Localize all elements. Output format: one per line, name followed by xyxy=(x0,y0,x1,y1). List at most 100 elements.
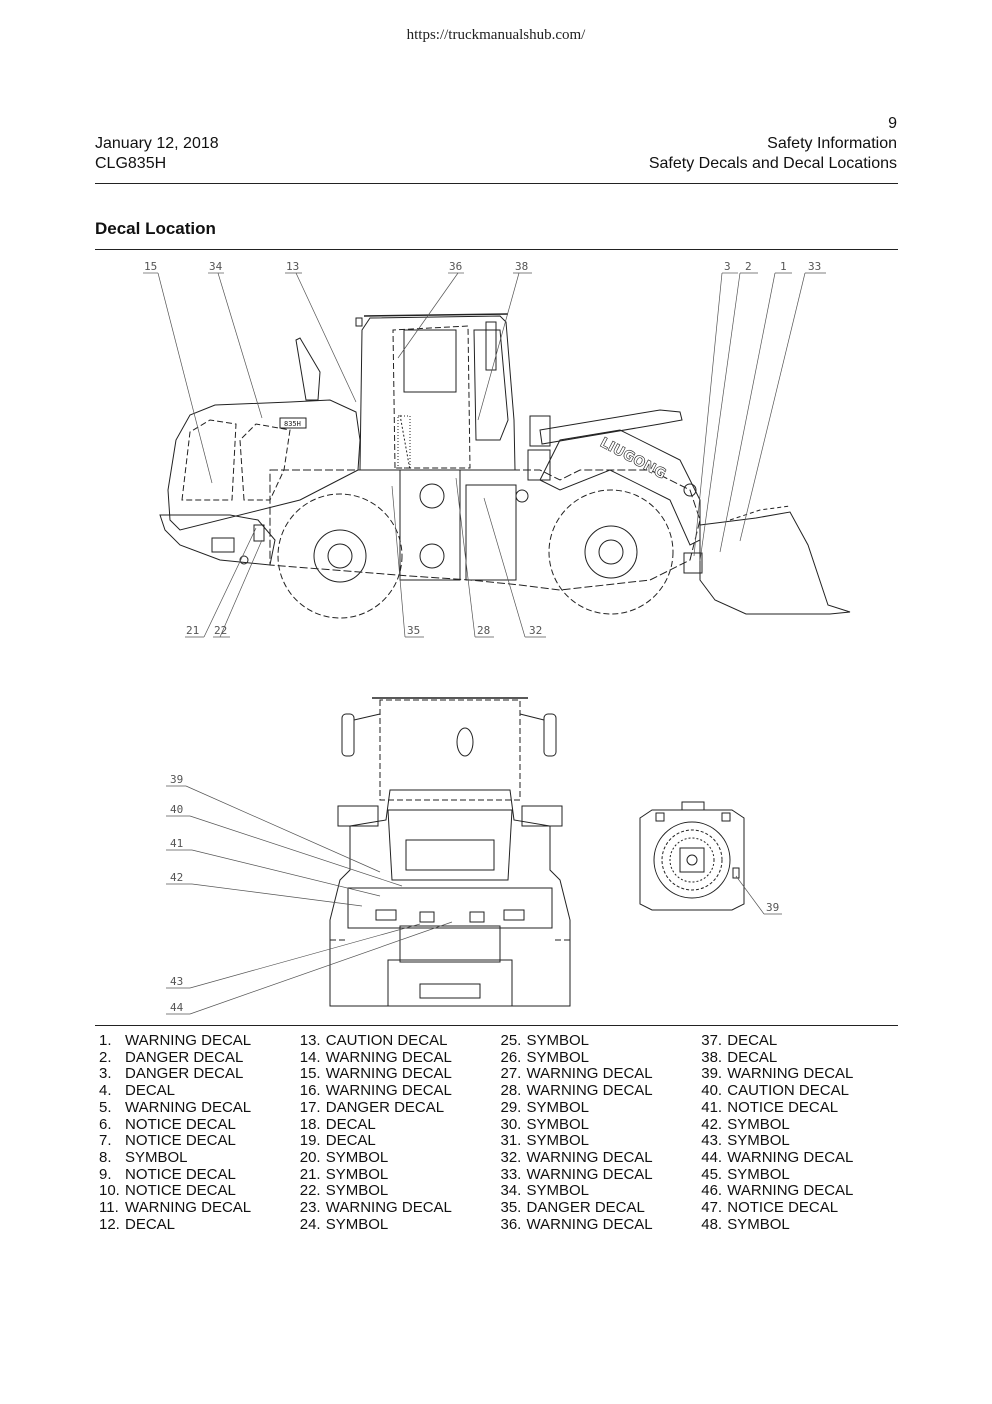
legend-item-label: WARNING DECAL xyxy=(325,1199,452,1217)
legend-item-number: 45. xyxy=(701,1165,723,1183)
legend-item-number: 15. xyxy=(299,1065,321,1083)
legend-item-number: 30. xyxy=(500,1115,522,1133)
legend-item-number: 42. xyxy=(701,1115,723,1133)
legend-item-label: SYMBOL xyxy=(325,1215,389,1233)
legend-item: 23.WARNING DECAL xyxy=(296,1199,497,1217)
header-rule xyxy=(95,183,898,184)
legend-item-label: WARNING DECAL xyxy=(526,1082,653,1100)
legend-item-number: 11. xyxy=(99,1199,119,1217)
legend-item: 41.NOTICE DECAL xyxy=(697,1098,898,1117)
callout-39-fan: 39 xyxy=(766,901,779,914)
legend-item-label: WARNING DECAL xyxy=(125,1098,252,1116)
legend-item-number: 36. xyxy=(500,1215,522,1233)
side-callout-labels: 15 34 13 36 38 3 2 1 33 21 22 35 28 32 xyxy=(144,260,821,637)
callout-42: 42 xyxy=(170,871,183,884)
legend-item-number: 6. xyxy=(99,1115,112,1133)
legend-item-label: WARNING DECAL xyxy=(125,1032,252,1049)
legend-item: 45.SYMBOL xyxy=(697,1165,898,1184)
legend-item: 27.WARNING DECAL xyxy=(497,1066,698,1083)
callout-34: 34 xyxy=(209,260,223,273)
legend-item-label: SYMBOL xyxy=(325,1165,389,1183)
legend-item-label: SYMBOL xyxy=(526,1048,590,1066)
callout-36: 36 xyxy=(449,260,462,273)
callout-3: 3 xyxy=(724,260,731,273)
legend-item-label: WARNING DECAL xyxy=(727,1065,854,1083)
legend-item: 37.DECAL xyxy=(697,1032,898,1050)
legend-item: 22.SYMBOL xyxy=(296,1183,497,1200)
legend-item: 7. NOTICE DECAL xyxy=(95,1133,296,1150)
legend-item: 19.DECAL xyxy=(296,1133,497,1150)
legend-item: 46.WARNING DECAL xyxy=(697,1183,898,1200)
legend-item-number: 46. xyxy=(701,1182,723,1200)
legend-item-number: 7. xyxy=(99,1132,112,1150)
legend-item: 28.WARNING DECAL xyxy=(497,1082,698,1100)
legend-item-label: WARNING DECAL xyxy=(727,1148,854,1166)
legend-item: 35.DANGER DECAL xyxy=(497,1199,698,1217)
legend-item: 8.SYMBOL xyxy=(95,1149,296,1167)
legend-item-number: 18. xyxy=(299,1115,321,1133)
callout-44: 44 xyxy=(170,1001,184,1014)
legend-item: 32.WARNING DECAL xyxy=(497,1148,698,1167)
legend-item-label: DECAL xyxy=(325,1115,376,1133)
callout-35: 35 xyxy=(407,624,420,637)
legend-item-number: 14. xyxy=(299,1048,321,1066)
legend-item: 24.SYMBOL xyxy=(296,1215,497,1234)
legend-item-number: 31. xyxy=(500,1132,522,1150)
legend-item: 5.WARNING DECAL xyxy=(95,1098,296,1117)
legend-item-number: 13. xyxy=(299,1032,321,1049)
legend-item: 11. WARNING DECAL xyxy=(95,1199,296,1217)
side-callout-leaders xyxy=(143,272,826,638)
legend-item: 18.DECAL xyxy=(296,1115,497,1134)
legend-item-number: 3. xyxy=(99,1065,112,1083)
callout-28: 28 xyxy=(477,624,490,637)
legend-item-label: SYMBOL xyxy=(526,1132,590,1150)
legend-item: 16.WARNING DECAL xyxy=(296,1082,497,1100)
legend-item: 39.WARNING DECAL xyxy=(697,1066,898,1083)
legend-item-number: 22. xyxy=(299,1182,321,1200)
legend-item-label: DECAL xyxy=(125,1082,176,1100)
legend-item: 17.DANGER DECAL xyxy=(296,1098,497,1117)
legend-item-number: 2. xyxy=(99,1048,112,1066)
legend-item-number: 17. xyxy=(299,1098,321,1116)
legend-item-number: 32. xyxy=(500,1148,522,1166)
legend-item-number: 26. xyxy=(500,1048,522,1066)
legend-item-number: 9. xyxy=(99,1165,112,1183)
legend-item: 42.SYMBOL xyxy=(697,1115,898,1134)
legend-item-label: CAUTION DECAL xyxy=(325,1032,448,1049)
legend-item-label: WARNING DECAL xyxy=(125,1199,252,1217)
callout-13: 13 xyxy=(286,260,299,273)
legend-item-number: 33. xyxy=(500,1165,522,1183)
legend-item-number: 34. xyxy=(500,1182,522,1200)
legend-item: 14.WARNING DECAL xyxy=(296,1048,497,1067)
legend-item: 21.SYMBOL xyxy=(296,1165,497,1184)
legend-item-number: 41. xyxy=(701,1098,723,1116)
legend-item-label: WARNING DECAL xyxy=(727,1182,854,1200)
legend-item-number: 4. xyxy=(99,1082,112,1100)
legend-item: 40.CAUTION DECAL xyxy=(697,1082,898,1100)
legend-item-number: 40. xyxy=(701,1082,723,1100)
rear-callout-leaders xyxy=(166,785,453,1015)
fan-callout-leader xyxy=(735,875,782,915)
legend-item-label: NOTICE DECAL xyxy=(125,1165,236,1183)
legend-item-number: 10. xyxy=(99,1182,120,1200)
legend-rule xyxy=(95,1025,898,1026)
legend-item: 20.SYMBOL xyxy=(296,1149,497,1167)
legend-item: 48.SYMBOL xyxy=(697,1216,898,1234)
legend-item: 43.SYMBOL xyxy=(697,1133,898,1150)
legend-item: 26.SYMBOL xyxy=(497,1048,698,1067)
legend-item-number: 44. xyxy=(701,1148,723,1166)
legend-item-number: 35. xyxy=(500,1199,522,1217)
rear-callout-labels: 39 40 41 42 43 44 xyxy=(170,773,184,1014)
legend-item-label: DANGER DECAL xyxy=(125,1048,244,1066)
legend-item-label: DANGER DECAL xyxy=(526,1199,645,1217)
legend-item-label: WARNING DECAL xyxy=(526,1165,653,1183)
legend-item-label: NOTICE DECAL xyxy=(125,1132,236,1150)
source-url: https://truckmanualshub.com/ xyxy=(406,27,586,43)
legend-item-label: SYMBOL xyxy=(325,1182,389,1200)
legend-item-label: DECAL xyxy=(727,1032,778,1049)
